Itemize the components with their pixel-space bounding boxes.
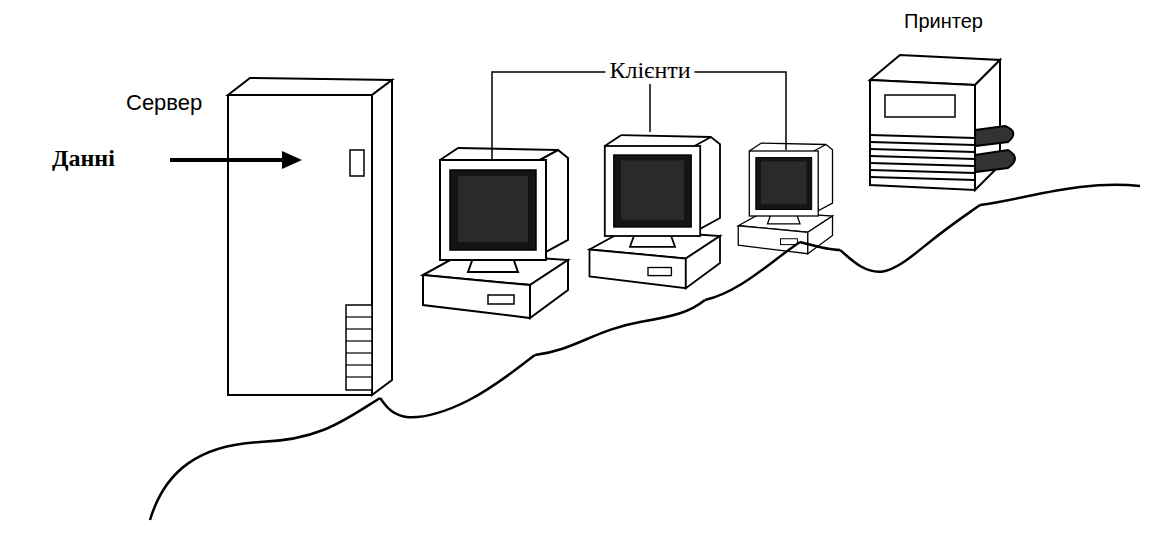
network-cable	[380, 355, 535, 417]
annotation-label: Данні	[52, 145, 115, 172]
node-label: Сервер	[122, 90, 206, 116]
node-label: Клієнти	[605, 57, 694, 84]
client-computer	[423, 148, 568, 318]
node-label: Принтер	[900, 10, 987, 33]
client-computer	[738, 143, 832, 254]
client-computer	[590, 135, 721, 288]
network-cable	[150, 185, 1140, 520]
clients-bracket	[492, 72, 786, 160]
data-arrow	[170, 151, 302, 169]
network-cable	[840, 205, 980, 272]
device-node: Клієнти	[415, 45, 840, 355]
server-illustration	[228, 78, 392, 395]
printer-illustration	[870, 55, 1015, 190]
device-node: Сервер	[225, 68, 400, 398]
device-node: Принтер	[862, 48, 1012, 205]
